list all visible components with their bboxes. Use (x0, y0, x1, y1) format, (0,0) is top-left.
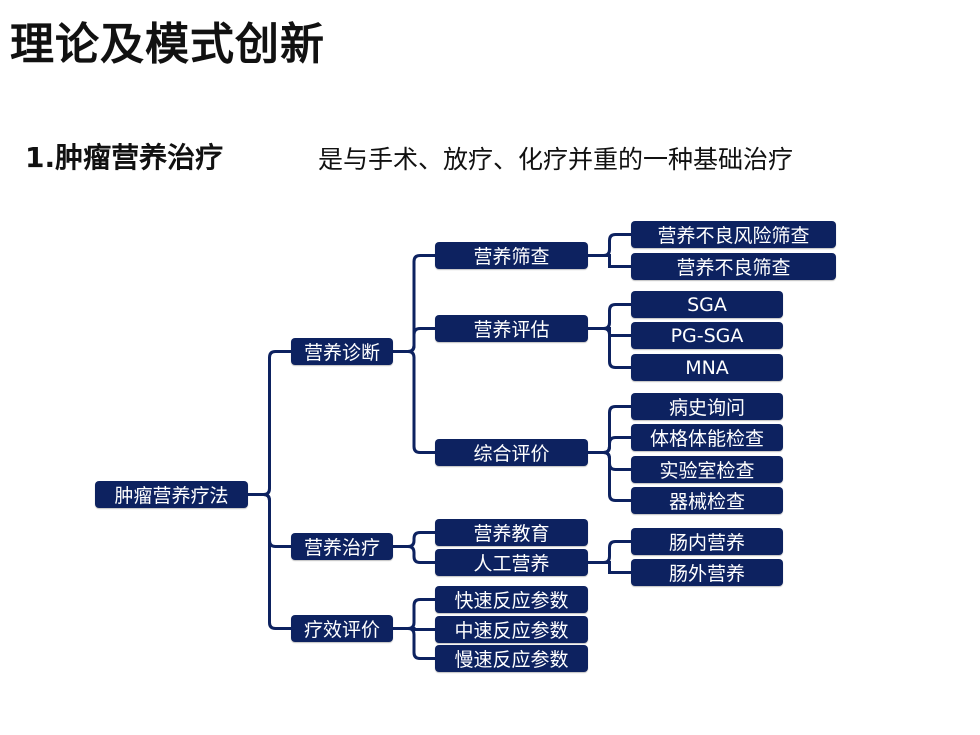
connector-line (393, 327, 435, 353)
node-treatment: 营养治疗 (291, 533, 393, 560)
node-fast-params: 快速反应参数 (435, 586, 588, 613)
node-artificial: 人工营养 (435, 549, 588, 576)
node-comprehensive: 综合评价 (435, 439, 588, 466)
node-risk-screening: 营养不良风险筛查 (631, 221, 836, 248)
node-screening: 营养筛查 (435, 242, 588, 269)
connector-line (393, 545, 435, 564)
node-lab-exam: 实验室检查 (631, 456, 783, 483)
node-pg-sga: PG-SGA (631, 322, 783, 349)
node-sga: SGA (631, 291, 783, 318)
connector-line (393, 598, 435, 630)
page-title: 理论及模式创新 (10, 19, 325, 70)
connector-line (393, 531, 435, 548)
node-malnutrition-screening: 营养不良筛查 (631, 253, 836, 280)
connector-line (588, 436, 631, 454)
connector-line (588, 540, 631, 564)
connector-line (393, 627, 435, 660)
connector-line (588, 303, 631, 330)
node-mna: MNA (631, 354, 783, 381)
node-evaluation: 疗效评价 (291, 615, 393, 642)
connector-line (248, 350, 291, 496)
node-medium-params: 中速反应参数 (435, 616, 588, 643)
node-slow-params: 慢速反应参数 (435, 645, 588, 672)
section-description: 是与手术、放疗、化疗并重的一种基础治疗 (318, 145, 794, 174)
connector-line (588, 327, 631, 369)
section-subtitle: 1.肿瘤营养治疗 (25, 141, 224, 174)
connector-line (588, 561, 631, 574)
node-parenteral: 肠外营养 (631, 559, 783, 586)
node-diagnosis: 营养诊断 (291, 338, 393, 365)
connector-line (588, 451, 631, 502)
node-instrument-exam: 器械检查 (631, 487, 783, 514)
connector-line (588, 254, 631, 268)
connector-line (588, 233, 631, 257)
node-physical-exam: 体格体能检查 (631, 424, 783, 451)
node-history: 病史询问 (631, 393, 783, 420)
node-root: 肿瘤营养疗法 (95, 481, 248, 508)
node-education: 营养教育 (435, 519, 588, 546)
node-enteral: 肠内营养 (631, 528, 783, 555)
connector-line (393, 350, 435, 454)
node-assessment: 营养评估 (435, 315, 588, 342)
connector-line (248, 493, 291, 630)
